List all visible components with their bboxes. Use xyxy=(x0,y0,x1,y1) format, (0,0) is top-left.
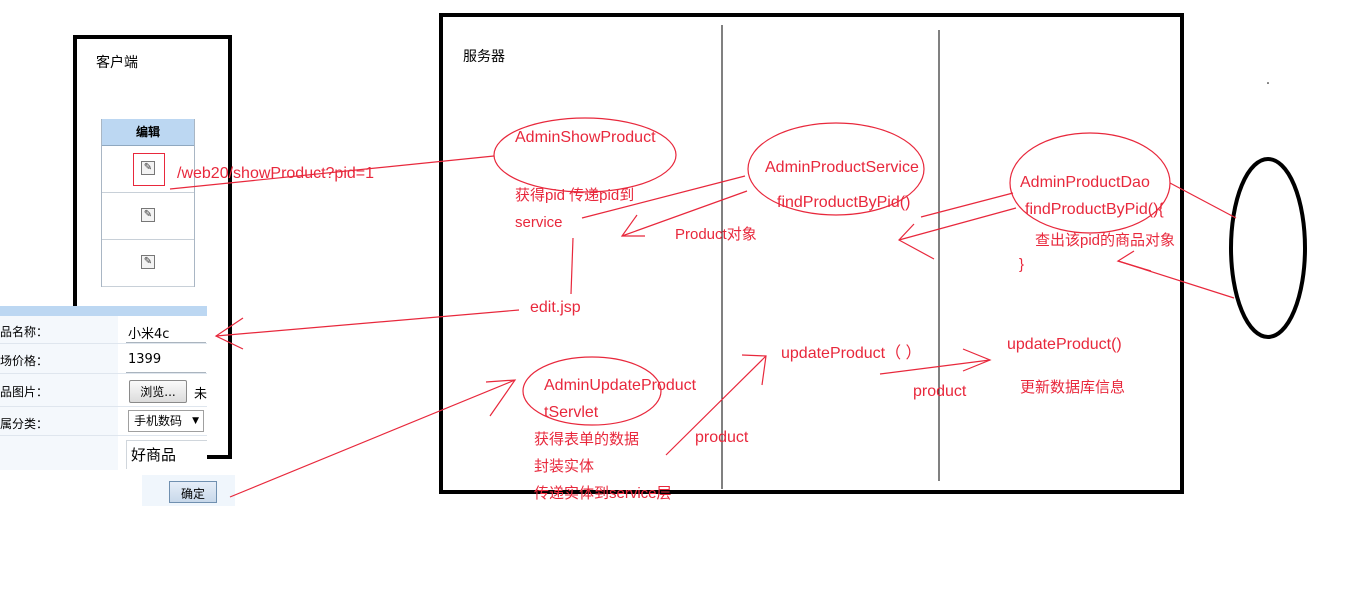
edge-dao-return-arrowhead xyxy=(898,223,935,260)
table-row: ✎ xyxy=(102,193,194,240)
value-product-name: 小米4c xyxy=(128,327,170,342)
dao-method-label: findProductByPid(){ xyxy=(1025,201,1164,218)
value-market-price: 1399 xyxy=(128,352,162,367)
edge-dao-to-db xyxy=(1169,182,1237,219)
edit-icon[interactable]: ✎ xyxy=(141,255,155,269)
product-arg-label-2: product xyxy=(913,383,967,400)
edge-dao-return xyxy=(898,207,1017,241)
edge-request xyxy=(169,155,495,190)
category-select-value: 手机数码 xyxy=(134,414,183,428)
confirm-button[interactable]: 确定 xyxy=(169,481,217,503)
edge-service-to-dao-update-arrowhead xyxy=(962,348,992,372)
update-service-label: updateProduct（ ） xyxy=(781,345,922,362)
edit-icon[interactable]: ✎ xyxy=(141,161,155,175)
product-object-label: Product对象 xyxy=(675,226,757,243)
description-textarea[interactable] xyxy=(126,440,207,469)
node-service-label: AdminProductService xyxy=(765,159,919,176)
table-header-edit: 编辑 xyxy=(102,119,194,146)
form-row-image: 品图片： xyxy=(0,374,207,407)
form-row-name: 品名称： 小米4c xyxy=(0,316,207,344)
file-status-text: 未 xyxy=(194,387,208,402)
edge-servlet-to-jsp xyxy=(570,237,574,295)
edge-db-return-arrowhead xyxy=(1116,250,1152,272)
node-update-servlet-ellipse xyxy=(522,356,662,426)
form-header-bar xyxy=(0,306,207,316)
input-market-price[interactable] xyxy=(126,348,206,373)
edit-icon[interactable]: ✎ xyxy=(141,208,155,222)
database-cylinder xyxy=(1229,157,1307,339)
form-row-description: 好商品 xyxy=(0,436,207,470)
edge-service-to-dao xyxy=(920,192,1014,218)
update-dao-label: updateProduct() xyxy=(1007,336,1122,353)
client-title: 客户端 xyxy=(96,55,138,71)
chevron-down-icon: ▼ xyxy=(192,416,199,426)
label-description xyxy=(0,436,118,470)
edge-submit-to-servlet xyxy=(229,379,516,498)
node-show-servlet-label: AdminShowProduct xyxy=(515,129,656,146)
servlet-steps-label: 获得表单的数据 封装实体 传递实体到service层 xyxy=(534,431,672,502)
edge-update-to-service-arrowhead xyxy=(741,354,767,386)
node-service-ellipse xyxy=(747,122,925,216)
form-row-category: 属分类： xyxy=(0,407,207,436)
stray-dot xyxy=(1267,82,1269,84)
server-frame xyxy=(439,13,1184,494)
update-db-label: 更新数据库信息 xyxy=(1020,379,1126,396)
edge-servlet-to-service xyxy=(581,175,746,219)
get-pid-label: 获得pid 传递pid到 service xyxy=(515,187,635,231)
dao-query-label: 查出该pid的商品对象 xyxy=(1035,232,1176,249)
edit-icon-highlight xyxy=(133,153,165,186)
edge-service-return xyxy=(621,190,748,237)
client-edit-table: 编辑 ✎ ✎ ✎ xyxy=(101,119,195,287)
edge-update-to-service xyxy=(665,355,767,456)
dao-close-label: } xyxy=(1019,256,1025,273)
label-product-name: 品名称： xyxy=(0,316,118,343)
edge-service-return-arrowhead xyxy=(620,214,645,237)
node-show-servlet-ellipse xyxy=(493,117,677,193)
request-url-label: /web20/showProduct?pid=1 xyxy=(177,165,375,182)
edge-service-to-dao-update xyxy=(879,359,991,375)
edge-jsp-to-client xyxy=(215,309,520,337)
category-select[interactable]: 手机数码 ▼ xyxy=(128,410,204,432)
input-product-name[interactable] xyxy=(126,320,206,343)
product-arg-label-1: product xyxy=(695,429,749,446)
edit-jsp-label: edit.jsp xyxy=(530,299,581,316)
table-row: ✎ xyxy=(102,146,194,193)
value-description: 好商品 xyxy=(131,446,177,464)
edge-jsp-to-client-arrowhead xyxy=(214,317,244,350)
edit-form: 品名称： 小米4c 场价格： 1399 品图片： 浏览... 未 属分类： 手机… xyxy=(0,306,207,470)
table-row: ✎ xyxy=(102,240,194,287)
form-row-price: 场价格： 1399 xyxy=(0,344,207,374)
server-title: 服务器 xyxy=(463,49,505,65)
browse-button[interactable]: 浏览... xyxy=(129,380,187,403)
label-product-image: 品图片： xyxy=(0,374,118,406)
node-update-servlet-label: AdminUpdateProduct tServlet xyxy=(544,377,697,421)
find-method-label: findProductByPid() xyxy=(777,194,911,211)
label-category: 属分类： xyxy=(0,407,118,435)
label-market-price: 场价格： xyxy=(0,344,118,373)
edge-submit-arrowhead xyxy=(485,379,517,417)
node-dao-label: AdminProductDao xyxy=(1020,174,1150,191)
